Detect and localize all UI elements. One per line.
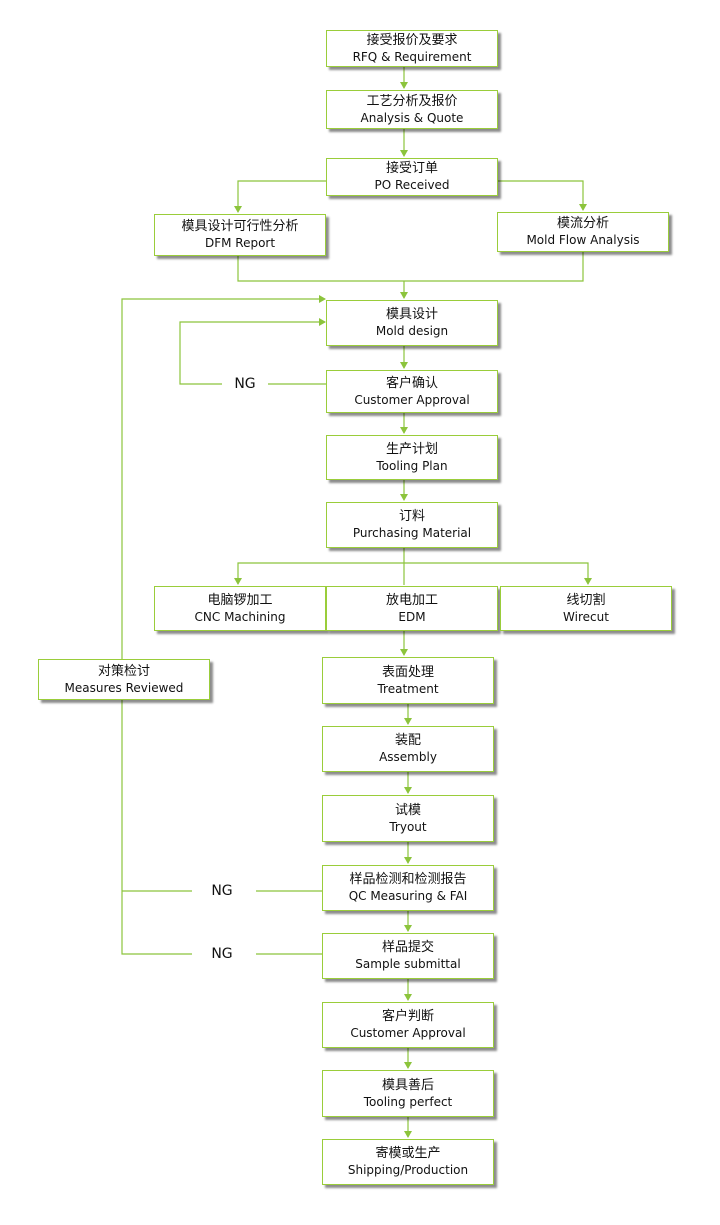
node-cnc: 电脑锣加工 CNC Machining [154,586,326,631]
node-assembly-zh: 装配 [394,733,421,748]
node-molddesign-zh: 模具设计 [385,307,438,322]
node-customer-approval-1-en: Customer Approval [354,392,470,407]
node-analysis: 工艺分析及报价 Analysis & Quote [326,90,498,129]
node-wirecut-en: Wirecut [563,609,609,624]
node-analysis-en: Analysis & Quote [360,110,464,125]
node-treatment-zh: 表面处理 [381,664,434,680]
node-shipping-zh: 寄模或生产 [375,1146,441,1161]
node-tooling-perfect-zh: 模具善后 [381,1077,434,1093]
node-qc-en: QC Measuring & FAI [348,889,468,903]
arrow-po-dfm [234,180,326,213]
ng-label-design: NG [234,376,256,392]
node-tooling-plan-en: Tooling Plan [376,458,448,473]
node-customer-approval-2-zh: 客户判断 [381,1009,434,1024]
node-cnc-zh: 电脑锣加工 [207,592,273,608]
node-po-en: PO Received [374,178,450,192]
node-dfm: 模具设计可行性分析 DFM Report [154,214,326,256]
node-tooling-perfect-en: Tooling perfect [363,1094,453,1109]
node-sample-en: Sample submittal [355,957,461,971]
node-tryout-zh: 试模 [394,802,421,818]
node-purchasing: 订料 Purchasing Material [326,502,498,548]
node-edm-zh: 放电加工 [385,592,438,608]
line-ng3-measures [121,700,192,955]
node-dfm-en: DFM Report [204,236,276,250]
node-analysis-zh: 工艺分析及报价 [366,93,458,109]
node-treatment: 表面处理 Treatment [322,657,494,704]
node-measures: 对策检讨 Measures Reviewed [38,659,210,700]
node-moldflow-zh: 模流分析 [556,216,609,231]
node-cnc-en: CNC Machining [194,609,286,624]
node-tooling-perfect: 模具善后 Tooling perfect [322,1070,494,1117]
node-purchasing-zh: 订料 [398,509,425,524]
node-measures-zh: 对策检讨 [97,663,150,679]
node-sample-zh: 样品提交 [381,940,434,955]
node-moldflow-en: Mold Flow Analysis [526,233,640,247]
ng-label-sample: NG [211,946,233,962]
node-dfm-zh: 模具设计可行性分析 [181,219,299,234]
node-tryout-en: Tryout [389,819,427,834]
node-tooling-plan: 生产计划 Tooling Plan [326,435,498,480]
node-tryout: 试模 Tryout [322,795,494,842]
arrow-purchasing-cnc [234,562,404,585]
node-molddesign-en: Mold design [375,324,449,338]
node-po-zh: 接受订单 [385,161,438,176]
node-assembly: 装配 Assembly [322,726,494,772]
node-moldflow: 模流分析 Mold Flow Analysis [497,212,669,252]
node-rfq-zh: 接受报价及要求 [366,32,458,48]
node-qc-zh: 样品检测和检测报告 [349,872,467,887]
node-shipping: 寄模或生产 Shipping/Production [322,1139,494,1185]
node-customer-approval-2: 客户判断 Customer Approval [322,1002,494,1048]
node-rfq-en: RFQ & Requirement [352,49,472,64]
node-purchasing-en: Purchasing Material [352,526,472,540]
node-shipping-en: Shipping/Production [347,1163,469,1177]
node-tooling-plan-zh: 生产计划 [385,441,438,457]
node-edm: 放电加工 EDM [326,586,498,631]
arrow-po-moldflow [498,180,587,211]
node-customer-approval-1: 客户确认 Customer Approval [326,370,498,413]
node-qc: 样品检测和检测报告 QC Measuring & FAI [322,865,494,911]
node-rfq: 接受报价及要求 RFQ & Requirement [326,30,498,67]
arrow-measures-molddesign [121,295,326,659]
line-dfm-merge [237,252,584,282]
node-measures-en: Measures Reviewed [64,680,184,695]
node-customer-approval-1-zh: 客户确认 [385,375,438,391]
node-edm-en: EDM [398,609,426,624]
node-assembly-en: Assembly [379,750,437,764]
arrow-purchasing-wirecut [404,562,592,585]
node-wirecut-zh: 线切割 [566,592,606,608]
node-molddesign: 模具设计 Mold design [326,300,498,346]
ng-label-qc: NG [211,883,233,899]
node-wirecut: 线切割 Wirecut [500,586,672,631]
node-sample: 样品提交 Sample submittal [322,933,494,979]
node-customer-approval-2-en: Customer Approval [350,1026,466,1040]
arrow-ng1-molddesign [179,318,326,385]
node-po: 接受订单 PO Received [326,158,498,196]
node-treatment-en: Treatment [377,681,439,696]
